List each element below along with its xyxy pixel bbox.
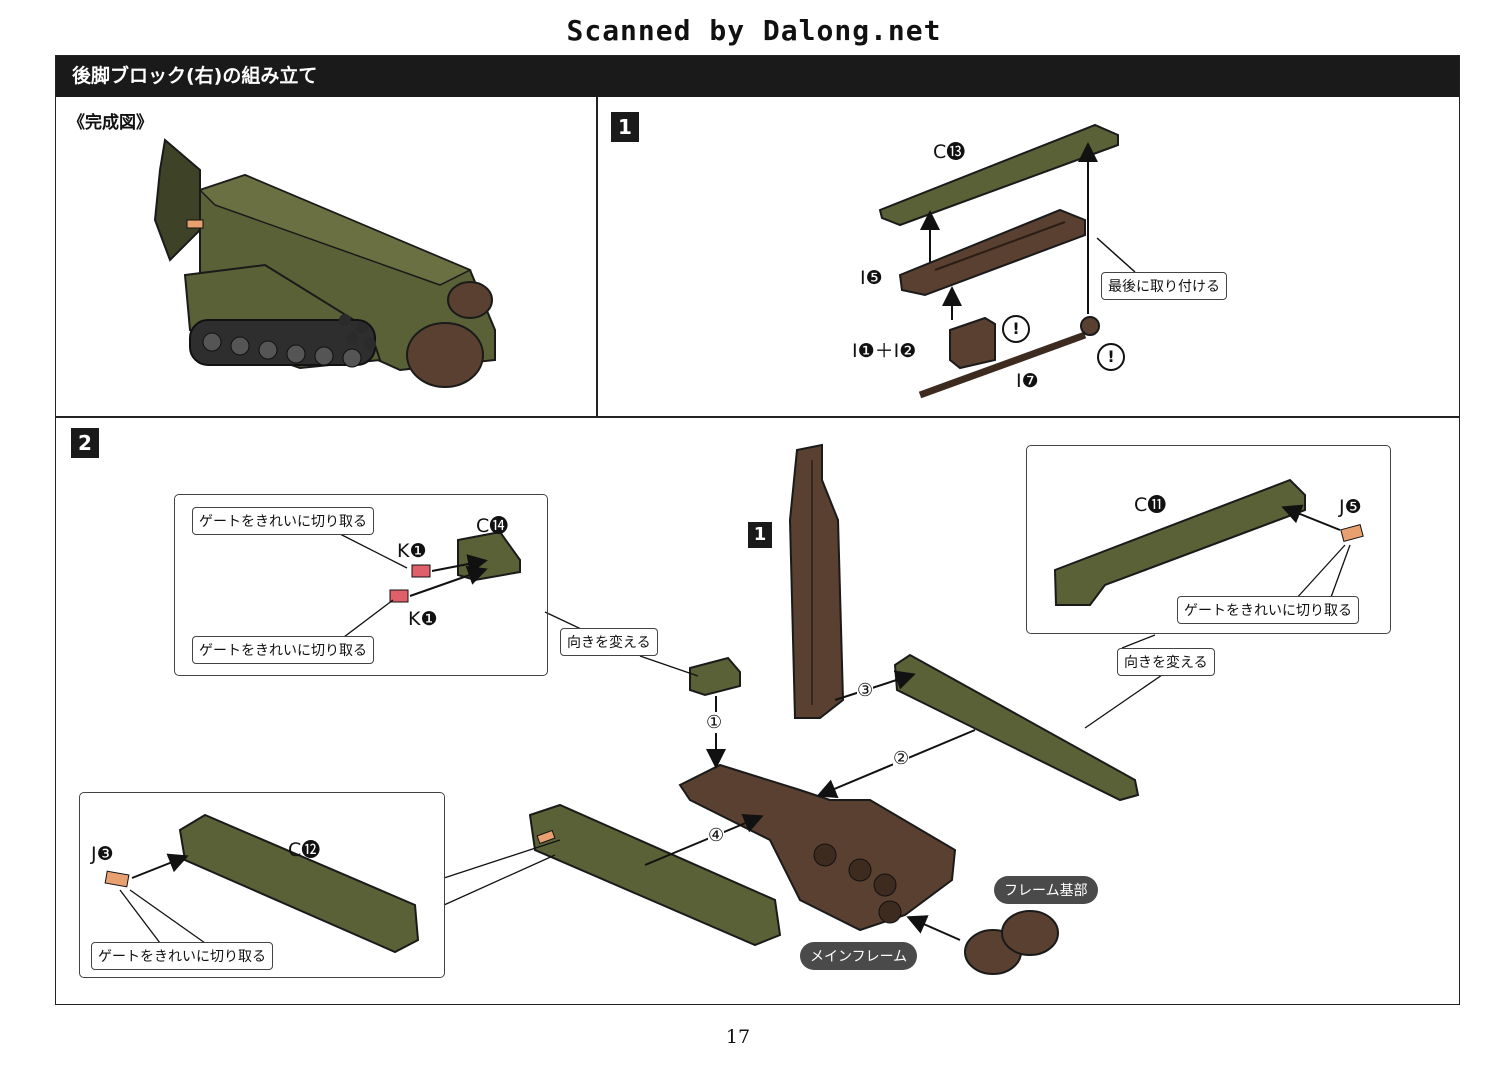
step2-badge: 2 bbox=[71, 428, 99, 458]
label-frame-base: フレーム基部 bbox=[994, 876, 1098, 904]
callout-gate-cut: ゲートをきれいに切り取る bbox=[192, 636, 374, 664]
callout-gate-cut: ゲートをきれいに切り取る bbox=[91, 942, 273, 970]
part-label-c13: C⓭ bbox=[933, 141, 966, 163]
inset-c12-box bbox=[79, 792, 445, 978]
part-label-j5: J❺ bbox=[1339, 496, 1362, 518]
step1-badge: 1 bbox=[611, 112, 639, 142]
inset-c12-illustration bbox=[104, 813, 420, 954]
section-title: 後脚ブロック(右)の組み立て bbox=[56, 56, 1459, 97]
order-marker-1: ① bbox=[706, 712, 723, 733]
order-marker-4: ④ bbox=[708, 825, 725, 846]
part-label-i5: I❺ bbox=[860, 267, 883, 289]
inset-c11-box bbox=[1026, 445, 1391, 634]
completed-view-caption: 《完成図》 bbox=[68, 113, 153, 133]
part-label-k1: K❶ bbox=[408, 608, 438, 630]
callout-gate-cut: ゲートをきれいに切り取る bbox=[192, 507, 374, 535]
inset-c11-illustration bbox=[1053, 478, 1364, 606]
part-label-i1-i2: I❶＋I❷ bbox=[852, 340, 917, 362]
page-number: 17 bbox=[725, 1026, 751, 1048]
scan-watermark: Scanned by Dalong.net bbox=[566, 14, 942, 47]
part-label-c12: C⓬ bbox=[288, 839, 321, 861]
inset-c14-box bbox=[174, 494, 548, 676]
label-main-frame: メインフレーム bbox=[800, 942, 918, 970]
callout-attach-last: 最後に取り付ける bbox=[1101, 272, 1227, 300]
callout-rotate: 向きを変える bbox=[560, 628, 658, 656]
page-frame bbox=[55, 55, 1460, 1005]
step1-illustration bbox=[878, 123, 1136, 399]
divider-vertical bbox=[596, 97, 598, 417]
part-label-j3: J❸ bbox=[91, 843, 114, 865]
order-marker-3: ③ bbox=[857, 680, 874, 701]
divider-horizontal bbox=[56, 416, 1459, 418]
inset-c14-illustration bbox=[339, 530, 521, 641]
completed-leg-illustration bbox=[153, 138, 496, 388]
part-label-k1: K❶ bbox=[397, 540, 427, 562]
subassembly-1-badge: 1 bbox=[748, 522, 772, 548]
step2-illustration bbox=[443, 443, 1163, 975]
part-label-c14: C⓮ bbox=[476, 515, 509, 537]
caution-icon: ! bbox=[1097, 343, 1125, 371]
caution-icon: ! bbox=[1002, 315, 1030, 343]
callout-gate-cut: ゲートをきれいに切り取る bbox=[1177, 596, 1359, 624]
order-marker-2: ② bbox=[893, 748, 910, 769]
callout-rotate: 向きを変える bbox=[1117, 648, 1215, 676]
part-label-i7: I❼ bbox=[1016, 370, 1039, 392]
part-label-c11: C⓫ bbox=[1134, 494, 1167, 516]
